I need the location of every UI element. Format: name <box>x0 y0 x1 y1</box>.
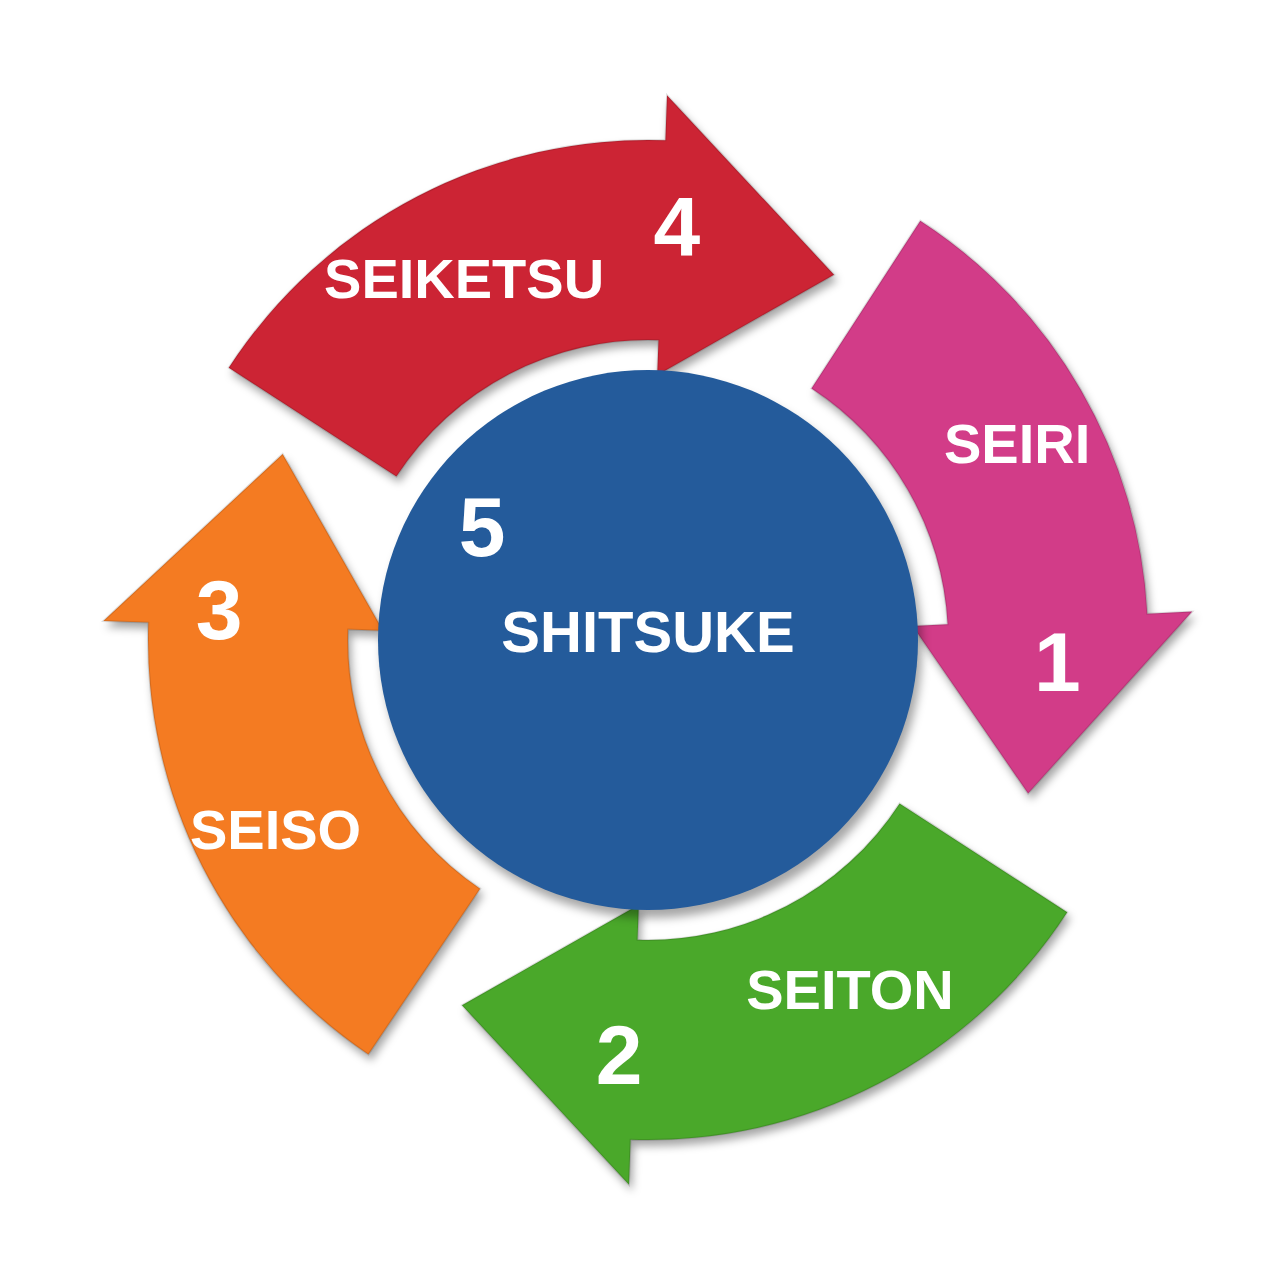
step-name: SEITON <box>746 962 953 1018</box>
step-name: SHITSUKE <box>501 603 794 661</box>
step-name: SEIRI <box>944 416 1090 472</box>
step-number: 1 <box>1034 620 1081 704</box>
step-number: 3 <box>196 568 243 652</box>
step-name: SEISO <box>190 802 361 858</box>
step-number: 4 <box>654 185 701 269</box>
step-number: 5 <box>459 485 506 569</box>
step-number: 2 <box>596 1013 643 1097</box>
center-circle: 5SHITSUKE <box>378 370 918 910</box>
step-name: SEIKETSU <box>324 251 604 307</box>
